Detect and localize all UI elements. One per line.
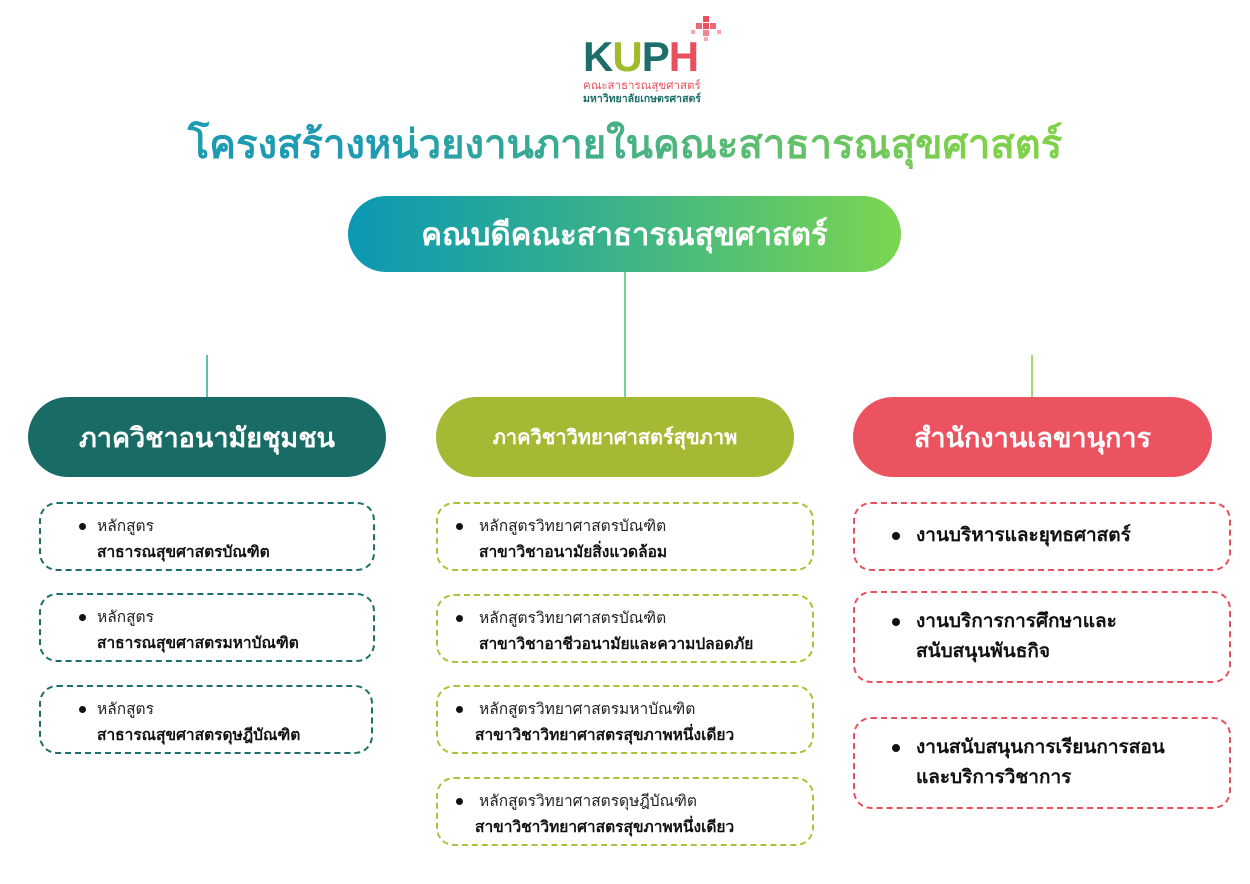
- program-label: หลักสูตร: [97, 517, 154, 535]
- branch-secretary-office-label: สำนักงานเลขานุการ: [913, 422, 1152, 454]
- bullet-icon: [79, 706, 86, 713]
- bullet-icon: [79, 523, 86, 530]
- unit-name: งานบริหารและยุทธศาสตร์: [916, 524, 1131, 546]
- logo-letter-u: U: [612, 33, 642, 80]
- program-name: สาขาวิชาอนามัยสิ่งแวดล้อม: [479, 543, 668, 561]
- bullet-icon: [892, 744, 900, 752]
- logo-letter-p: P: [641, 33, 670, 80]
- program-name: สาขาวิชาวิทยาศาสตรสุขภาพหนึ่งเดียว: [475, 818, 735, 836]
- program-name: สาธารณสุขศาสตรดุษฎีบัณฑิต: [97, 726, 301, 744]
- unit-box: งานบริการการศึกษาและ สนับสนุนพันธกิจ: [853, 591, 1231, 683]
- unit-name-continued: และบริการวิชาการ: [916, 766, 1072, 788]
- bullet-icon: [456, 523, 463, 530]
- unit-name-continued: สนับสนุนพันธกิจ: [916, 640, 1050, 662]
- program-box: หลักสูตร สาธารณสุขศาสตรบัณฑิต: [39, 502, 375, 571]
- branch-community-health-label: ภาควิชาอนามัยชุมชน: [78, 422, 336, 454]
- program-box: หลักสูตรวิทยาศาสตรบัณฑิต สาขาวิชาอนามัยส…: [436, 502, 814, 571]
- program-label: หลักสูตรวิทยาศาสตรบัณฑิต: [479, 609, 667, 627]
- unit-name: งานบริการการศึกษาและ: [916, 610, 1117, 632]
- bullet-icon: [892, 532, 900, 540]
- bullet-icon: [456, 798, 463, 805]
- branch-secretary-office: สำนักงานเลขานุการ: [853, 397, 1212, 477]
- unit-name: งานสนับสนุนการเรียนการสอน: [916, 736, 1165, 758]
- program-label: หลักสูตรวิทยาศาสตรดุษฎีบัณฑิต: [479, 792, 697, 810]
- program-name: สาขาวิชาอาชีวอนามัยและความปลอดภัย: [479, 635, 754, 653]
- unit-box: งานบริหารและยุทธศาสตร์: [853, 502, 1231, 571]
- logo-wordmark: KUPH: [583, 33, 699, 80]
- logo-university-name: มหาวิทยาลัยเกษตรศาสตร์: [583, 93, 701, 105]
- program-box: หลักสูตร สาธารณสุขศาสตรมหาบัณฑิต: [39, 593, 375, 662]
- program-label: หลักสูตรวิทยาศาสตรมหาบัณฑิต: [479, 700, 696, 718]
- program-label: หลักสูตร: [97, 608, 154, 626]
- program-label: หลักสูตรวิทยาศาสตรบัณฑิต: [479, 517, 667, 535]
- logo-faculty-name: คณะสาธารณสุขศาสตร์: [583, 78, 701, 92]
- bullet-icon: [456, 706, 463, 713]
- bullet-icon: [892, 618, 900, 626]
- dean-node: คณบดีคณะสาธารณสุขศาสตร์: [348, 196, 901, 272]
- bullet-icon: [79, 614, 86, 621]
- branch-community-health: ภาควิชาอนามัยชุมชน: [28, 397, 386, 477]
- program-label: หลักสูตร: [97, 700, 154, 718]
- logo-letter-h: H: [668, 33, 699, 80]
- dean-label: คณบดีคณะสาธารณสุขศาสตร์: [421, 217, 828, 253]
- branch-health-science-label: ภาควิชาวิทยาศาสตร์สุขภาพ: [492, 425, 738, 449]
- kuph-logo: KUPH คณะสาธารณสุขศาสตร์ มหาวิทยาลัยเกษตร…: [583, 16, 733, 108]
- page-title: โครงสร้างหน่วยงานภายในคณะสาธารณสุขศาสตร์: [0, 118, 1250, 172]
- program-box: หลักสูตรวิทยาศาสตรบัณฑิต สาขาวิชาอาชีวอน…: [436, 594, 814, 663]
- branch-health-science: ภาควิชาวิทยาศาสตร์สุขภาพ: [436, 397, 794, 477]
- program-name: สาธารณสุขศาสตรมหาบัณฑิต: [97, 634, 299, 652]
- program-name: สาธารณสุขศาสตรบัณฑิต: [97, 543, 270, 561]
- program-box: หลักสูตร สาธารณสุขศาสตรดุษฎีบัณฑิต: [39, 685, 373, 754]
- unit-box: งานสนับสนุนการเรียนการสอน และบริการวิชาก…: [853, 717, 1231, 809]
- bullet-icon: [456, 615, 463, 622]
- logo-letter-k: K: [583, 33, 613, 80]
- cross-icon: [691, 16, 721, 41]
- program-name: สาขาวิชาวิทยาศาสตรสุขภาพหนึ่งเดียว: [475, 726, 735, 744]
- program-box: หลักสูตรวิทยาศาสตรมหาบัณฑิต สาขาวิชาวิทย…: [436, 685, 814, 754]
- program-box: หลักสูตรวิทยาศาสตรดุษฎีบัณฑิต สาขาวิชาวิ…: [436, 777, 814, 846]
